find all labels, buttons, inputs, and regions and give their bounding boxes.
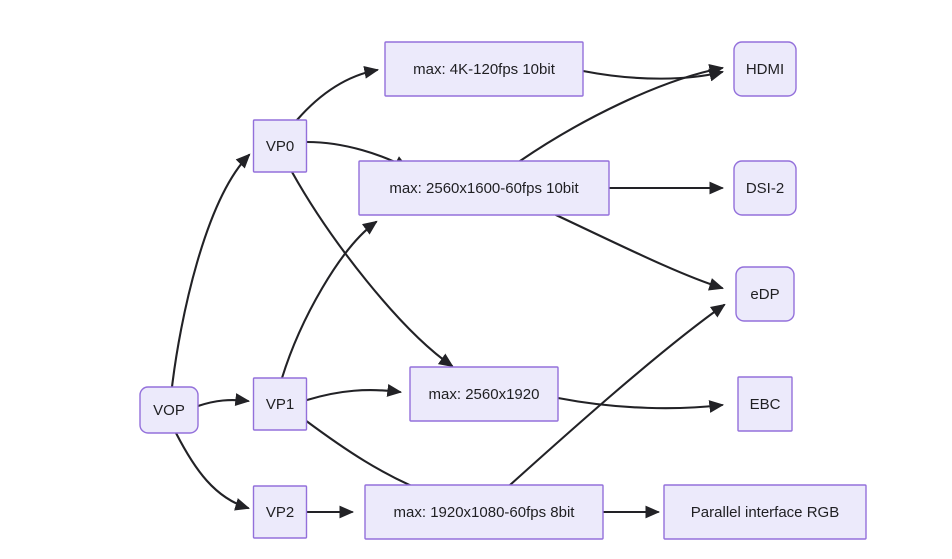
edge-vp0-to-cap2560b (290, 170, 454, 368)
edge-cap1920-to-edp (508, 303, 726, 487)
edge-vp1-to-cap2560b (305, 384, 403, 402)
node-box-vp0[interactable] (252, 119, 308, 173)
edge-cap2560a-to-hdmi (518, 64, 725, 163)
node-box-ebc[interactable] (737, 376, 793, 432)
edge-vp1-to-cap2560a (280, 220, 378, 380)
edge-vop-to-vp1 (196, 393, 251, 408)
node-edp[interactable]: eDP (735, 266, 795, 322)
node-ebc[interactable]: EBC (737, 376, 793, 432)
node-hdmi[interactable]: HDMI (733, 41, 797, 97)
node-vop[interactable]: VOP (139, 386, 199, 434)
node-box-edp[interactable] (735, 266, 795, 322)
node-box-vop[interactable] (139, 386, 199, 434)
node-cap4k[interactable]: max: 4K-120fps 10bit (384, 41, 584, 97)
node-vp0[interactable]: VP0 (252, 119, 308, 173)
node-cap1920[interactable]: max: 1920x1080-60fps 8bit (364, 484, 604, 540)
edge-vp0-to-cap4k (295, 65, 380, 122)
node-box-cap1920[interactable] (364, 484, 604, 540)
node-box-dsi2[interactable] (733, 160, 797, 216)
edge-vop-to-vp0 (170, 153, 251, 389)
edges-layer (170, 64, 726, 519)
node-prgb[interactable]: Parallel interface RGB (663, 484, 867, 540)
node-box-cap4k[interactable] (384, 41, 584, 97)
node-box-vp1[interactable] (252, 377, 308, 431)
node-box-vp2[interactable] (252, 485, 308, 539)
node-cap2560b[interactable]: max: 2560x1920 (409, 366, 559, 422)
node-box-cap2560a[interactable] (358, 160, 610, 216)
node-cap2560a[interactable]: max: 2560x1600-60fps 10bit (358, 160, 610, 216)
node-box-prgb[interactable] (663, 484, 867, 540)
edge-cap2560b-to-ebc (556, 396, 725, 413)
node-dsi2[interactable]: DSI-2 (733, 160, 797, 216)
node-vp1[interactable]: VP1 (252, 377, 308, 431)
node-box-cap2560b[interactable] (409, 366, 559, 422)
node-vp2[interactable]: VP2 (252, 485, 308, 539)
node-box-hdmi[interactable] (733, 41, 797, 97)
edge-cap2560a-to-edp (554, 213, 724, 291)
edge-vop-to-vp2 (174, 431, 250, 511)
